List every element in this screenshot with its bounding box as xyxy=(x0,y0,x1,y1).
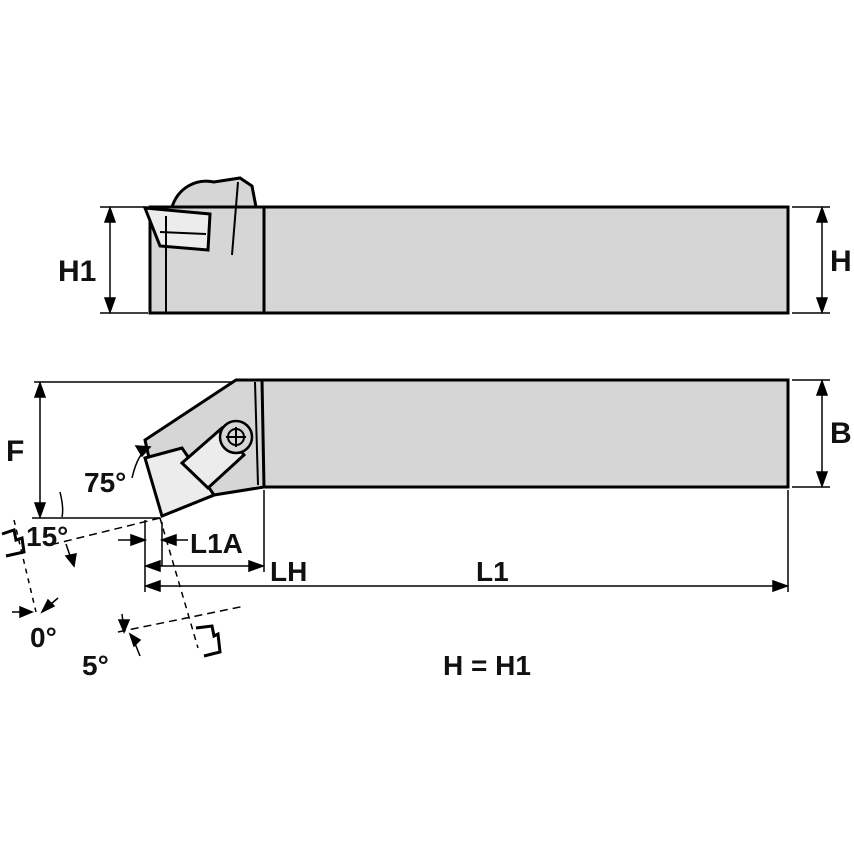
label-l1a: L1A xyxy=(190,528,243,559)
angle-lines xyxy=(13,445,246,649)
side-view-screw-line xyxy=(231,181,239,256)
side-view-shank xyxy=(262,205,790,315)
top-view-shank xyxy=(260,378,790,489)
label-l1: L1 xyxy=(476,556,509,587)
top-view xyxy=(143,378,790,519)
label-equation: H = H1 xyxy=(443,650,531,681)
side-view-clamp xyxy=(169,176,258,209)
angle5-arrows xyxy=(117,613,142,657)
side-view-insert-line xyxy=(159,231,207,235)
length-dimensions xyxy=(118,490,790,593)
side-view xyxy=(142,176,790,315)
label-h: H xyxy=(830,245,852,278)
f-dimension xyxy=(32,380,234,520)
label-angle-15: 15° xyxy=(26,521,68,552)
label-angle-75: 75° xyxy=(84,467,126,498)
label-b: B xyxy=(830,417,852,450)
top-view-insert xyxy=(143,446,217,519)
label-angle-0: 0° xyxy=(30,622,57,653)
h1-dimension xyxy=(100,205,148,315)
angle0-arrows xyxy=(12,597,59,619)
side-view-insert xyxy=(142,206,212,252)
label-angle-5: 5° xyxy=(82,650,109,681)
label-h1: H1 xyxy=(58,255,96,288)
h-dimension xyxy=(792,205,830,315)
label-f: F xyxy=(6,435,24,468)
b-dimension xyxy=(792,378,830,489)
insert-detail-right xyxy=(195,624,222,658)
label-lh: LH xyxy=(270,556,307,587)
insert-detail-left xyxy=(1,528,26,558)
